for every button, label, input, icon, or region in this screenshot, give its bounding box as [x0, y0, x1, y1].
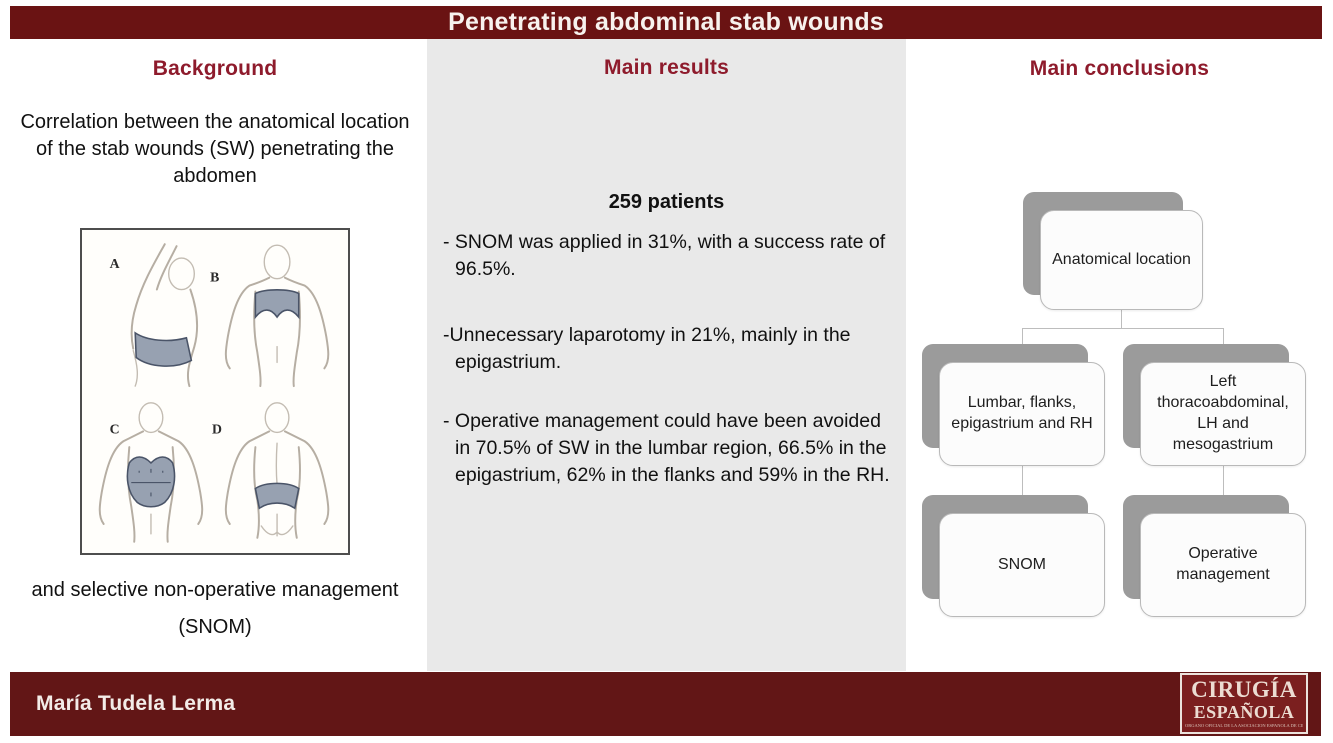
flowchart-card-left-thoracoabdominal: Left thoracoabdominal, LH and mesogastri… [1140, 362, 1306, 466]
flowchart-card-snom: SNOM [939, 513, 1105, 617]
figure-panel-a: A [110, 243, 199, 388]
patients-count: 259 patients [608, 191, 725, 213]
connector-horizontal [1022, 328, 1224, 329]
figure-label-b: B [210, 270, 219, 285]
background-column: Background Correlation between the anato… [15, 45, 415, 638]
anatomical-figure: A B [80, 228, 350, 555]
card-label: SNOM [998, 555, 1046, 573]
result-bullet-snom: - SNOM was applied in 31%, with a succes… [443, 231, 886, 280]
main-conclusions-heading: Main conclusions [1029, 57, 1210, 80]
connector-root-stub [1121, 310, 1122, 328]
figure-label-c: C [110, 421, 120, 436]
figure-panel-b: B [210, 244, 330, 388]
background-heading: Background [152, 57, 278, 80]
connector-right-drop [1223, 466, 1224, 513]
card-label: Left thoracoabdominal, LH and mesogastri… [1157, 373, 1289, 453]
page-title: Penetrating abdominal stab wounds [448, 8, 884, 36]
flowchart-card-anatomical-location: Anatomical location [1040, 210, 1203, 310]
card-label: Operative management [1176, 545, 1270, 583]
main-results-heading: Main results [604, 56, 729, 79]
footer-bar: María Tudela Lerma CIRUGÍA ESPAÑOLA ÓRGA… [10, 672, 1321, 736]
flowchart-card-operative-management: Operative management [1140, 513, 1306, 617]
result-bullet-operative: - Operative management could have been a… [443, 410, 890, 486]
figure-panel-d: D [212, 402, 330, 539]
logo-line1: CIRUGÍA [1191, 677, 1297, 703]
anatomical-figure-svg: A B [98, 243, 330, 543]
card-label: Lumbar, flanks, epigastrium and RH [951, 394, 1093, 432]
figure-panel-c: C [98, 402, 204, 543]
background-intro-text: Correlation between the anatomical locat… [20, 111, 410, 187]
main-conclusions-column: Main conclusions Anatomical location Lum… [906, 45, 1333, 671]
logo-tagline: ÓRGANO OFICIAL DE LA ASOCIACIÓN ESPAÑOLA… [1185, 724, 1303, 729]
figure-label-a: A [110, 256, 120, 271]
flowchart-card-lumbar-flanks: Lumbar, flanks, epigastrium and RH [939, 362, 1105, 466]
conclusions-flowchart: Anatomical location Lumbar, flanks, epig… [915, 190, 1315, 630]
title-bar: Penetrating abdominal stab wounds [10, 6, 1322, 39]
result-bullet-laparotomy: -Unnecessary laparotomy in 21%, mainly i… [443, 324, 851, 373]
cirugia-espanola-logo: CIRUGÍA ESPAÑOLA ÓRGANO OFICIAL DE LA AS… [1180, 673, 1308, 734]
background-outro-text: and selective non-operative management (… [31, 579, 399, 638]
figure-label-d: D [212, 421, 222, 436]
card-label: Anatomical location [1052, 250, 1191, 268]
connector-left-drop [1022, 466, 1023, 513]
author-name: María Tudela Lerma [36, 692, 236, 715]
main-results-panel: Main results 259 patients - SNOM was app… [427, 39, 906, 671]
logo-line2: ESPAÑOLA [1193, 702, 1295, 723]
